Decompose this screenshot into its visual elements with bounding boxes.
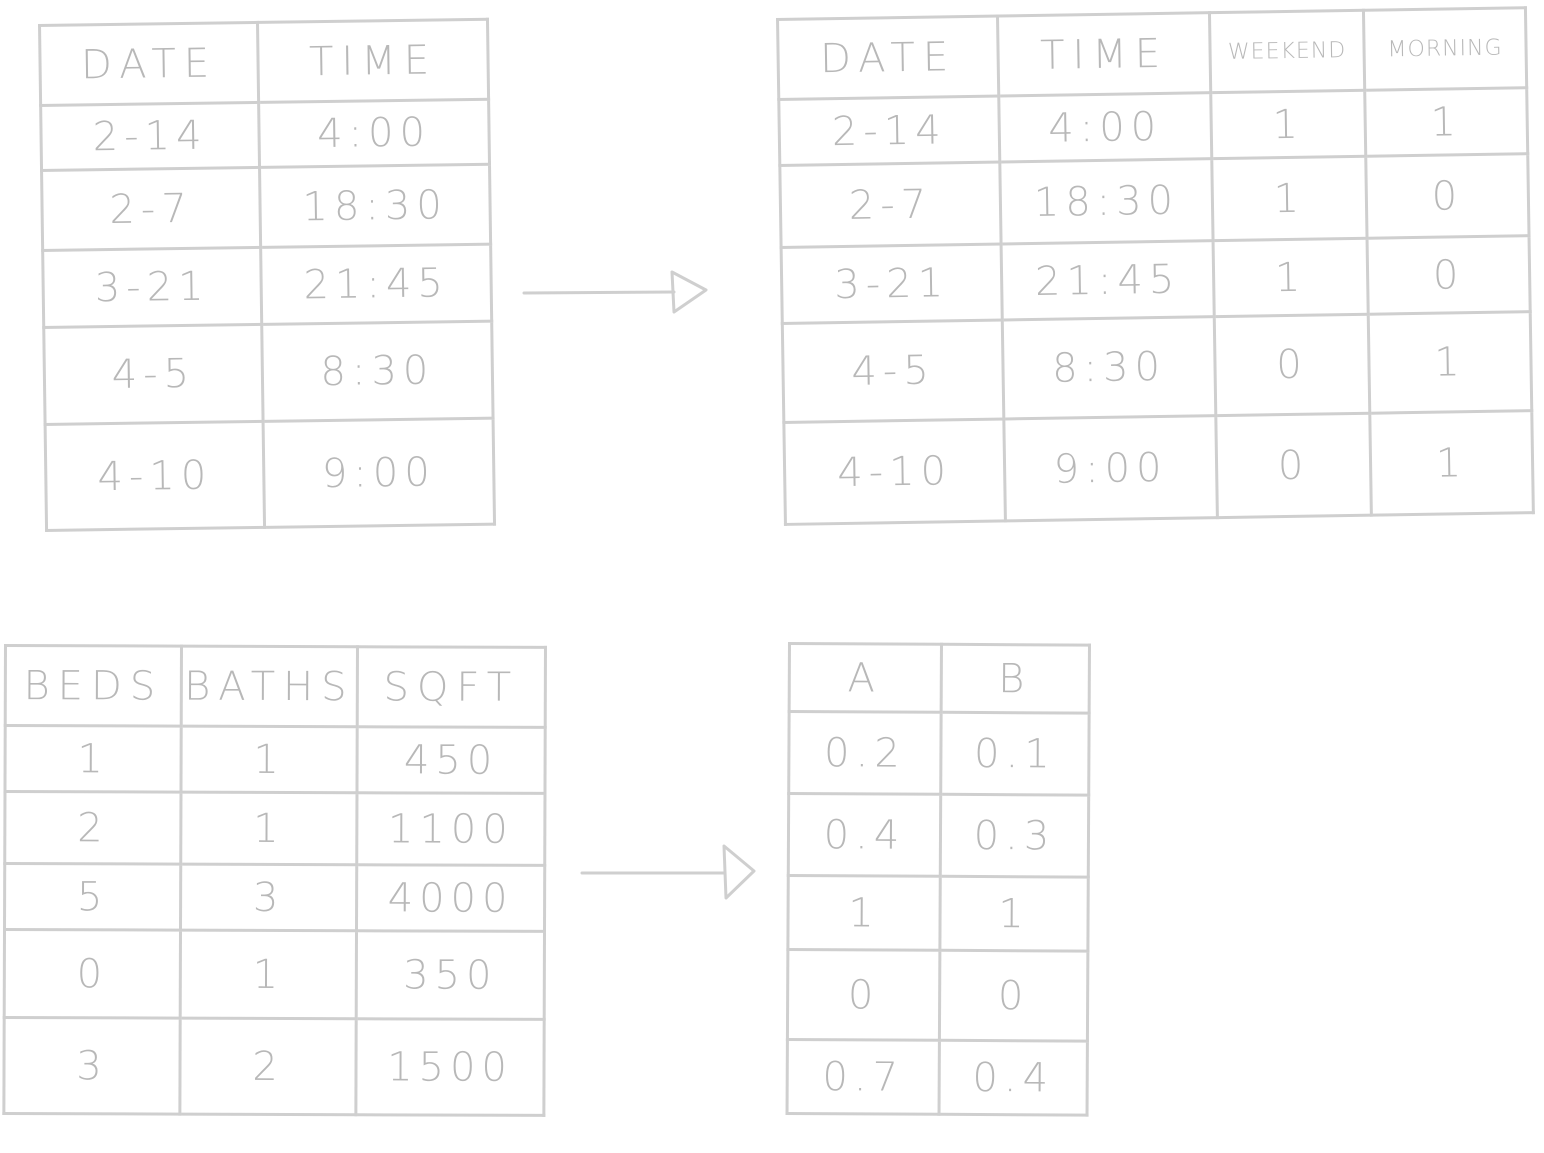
table-cell: 9:00 [263, 418, 495, 528]
table-cell: 4000 [356, 864, 545, 932]
table-cell: 8:30 [261, 321, 494, 422]
table-row: 3-21 21:45 [42, 244, 492, 328]
table-cell: 0.3 [940, 794, 1089, 878]
table-cell: 1 [1211, 156, 1368, 241]
table-row: 2 1 1100 [4, 791, 545, 866]
table-cell: 450 [356, 726, 546, 794]
table-row: 0.2 0.1 [788, 711, 1090, 796]
table-row: 4-5 8:30 [43, 321, 494, 425]
header-cell-date: DATE [777, 16, 999, 100]
table-cell: 3 [180, 864, 357, 931]
table-cell: 2 [4, 791, 181, 865]
table-row: 0 0 [787, 949, 1088, 1042]
header-cell-beds: BEDS [5, 645, 182, 727]
table-row: 0.4 0.3 [788, 793, 1089, 878]
table-cell: 0 [1215, 413, 1372, 518]
table-cell: 1 [1213, 238, 1369, 317]
table-row: 4-10 9:00 0 1 [783, 410, 1534, 525]
table-cell: 0 [1365, 153, 1530, 239]
table-cell: 1 [939, 876, 1089, 952]
table-cell: 1 [1369, 410, 1534, 516]
table-cell: 9:00 [1003, 415, 1218, 521]
table-cell: 0 [4, 929, 181, 1019]
table-row: 2-7 18:30 [41, 164, 491, 251]
table-cell: 1 [1364, 87, 1528, 157]
table-cell: 0.2 [788, 711, 942, 795]
table-cell: 8:30 [1002, 316, 1216, 419]
table-cell: 4-10 [783, 418, 1006, 525]
table-cell: 1 [180, 930, 357, 1019]
table-header-row: DATE TIME WEEKEND MORNING [777, 7, 1527, 100]
header-cell-baths: BATHS [181, 646, 358, 727]
table-cell: 18:30 [999, 158, 1214, 244]
table-cell: 2-14 [40, 102, 260, 171]
table-cell: 2-7 [779, 162, 1002, 248]
table-cell: 4-5 [782, 319, 1004, 423]
table-row: 4-10 9:00 [45, 418, 495, 531]
table-cell: 1500 [355, 1018, 545, 1116]
header-cell-time: TIME [257, 19, 489, 103]
transform-arrow-icon [522, 270, 708, 314]
table-row: 1 1 450 [4, 725, 546, 794]
table-cell: 350 [356, 930, 545, 1020]
datetime-input-table: DATE TIME 2-14 4:00 2-7 18:30 3-21 21:45… [38, 18, 496, 532]
table-cell: 0 [1367, 235, 1531, 315]
table-cell: 3-21 [781, 243, 1003, 324]
table-row: 3-21 21:45 1 0 [781, 235, 1531, 324]
transform-arrow-icon [580, 844, 756, 900]
table-cell: 0.4 [788, 793, 941, 877]
table-header-row: DATE TIME [39, 19, 489, 106]
table-row: 2-14 4:00 1 1 [778, 87, 1528, 166]
datetime-output-table: DATE TIME WEEKEND MORNING 2-14 4:00 1 1 … [776, 6, 1535, 526]
table-cell: 2-7 [41, 167, 261, 251]
table-cell: 2-14 [778, 96, 1000, 166]
table-row: 2-7 18:30 1 0 [779, 153, 1530, 248]
table-cell: 3-21 [42, 247, 262, 328]
table-cell: 1100 [356, 792, 545, 866]
table-cell: 4:00 [258, 99, 490, 168]
table-cell: 3 [3, 1017, 181, 1115]
table-row: 0 1 350 [4, 929, 545, 1020]
table-row: 3 2 1500 [3, 1017, 545, 1116]
header-cell-a: A [789, 643, 942, 713]
table-header-row: BEDS BATHS SQFT [5, 645, 546, 728]
table-cell: 21:45 [260, 244, 492, 325]
header-cell-time: TIME [997, 12, 1211, 97]
table-cell: 4-10 [45, 421, 265, 531]
table-cell: 1 [4, 725, 182, 793]
table-cell: 21:45 [1001, 240, 1215, 320]
table-cell: 18:30 [259, 164, 491, 248]
house-output-table: A B 0.2 0.1 0.4 0.3 1 1 0 0 0.7 0.4 [786, 642, 1091, 1117]
table-cell: 0 [787, 949, 940, 1041]
table-cell: 5 [4, 863, 181, 931]
table-cell: 1 [1368, 311, 1532, 414]
table-cell: 1 [1210, 90, 1366, 159]
house-input-table: BEDS BATHS SQFT 1 1 450 2 1 1100 5 3 400… [2, 644, 547, 1117]
header-cell-sqft: SQFT [357, 646, 546, 728]
table-cell: 0.7 [787, 1039, 940, 1115]
header-cell-weekend: WEEKEND [1209, 10, 1365, 93]
table-cell: 0.1 [940, 712, 1090, 796]
header-cell-b: B [941, 644, 1090, 714]
header-cell-date: DATE [39, 22, 259, 106]
table-cell: 4:00 [998, 92, 1212, 163]
table-cell: 1 [180, 726, 358, 793]
table-row: 1 1 [787, 875, 1089, 952]
table-cell: 4-5 [43, 324, 264, 425]
table-cell: 1 [180, 792, 357, 865]
table-row: 5 3 4000 [4, 863, 545, 932]
header-cell-morning: MORNING [1363, 7, 1527, 91]
table-cell: 2 [179, 1018, 357, 1115]
table-cell: 0 [939, 950, 1088, 1042]
table-cell: 0 [1214, 314, 1370, 416]
table-row: 2-14 4:00 [40, 99, 490, 171]
table-cell: 1 [787, 875, 941, 951]
table-cell: 0.4 [939, 1040, 1088, 1116]
table-header-row: A B [789, 643, 1090, 714]
table-row: 0.7 0.4 [787, 1039, 1088, 1116]
table-row: 4-5 8:30 0 1 [782, 311, 1532, 423]
